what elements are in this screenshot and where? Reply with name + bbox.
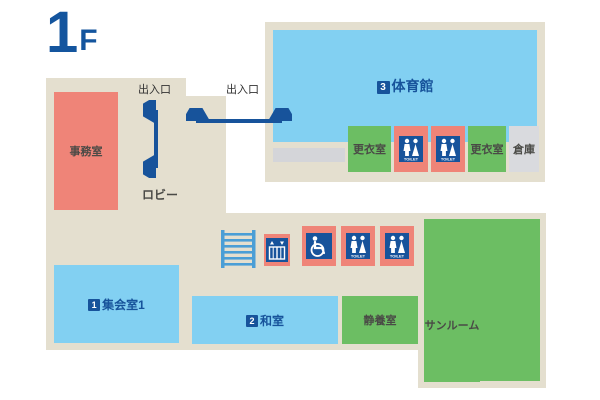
stairs-icon[interactable] — [219, 230, 259, 268]
svg-text:TOILET: TOILET — [390, 254, 405, 259]
room-changing-room-2[interactable]: 更衣室 — [468, 126, 506, 172]
entrance-label-1: 出入口 — [138, 84, 171, 96]
floor-suffix: F — [79, 24, 97, 57]
room-label-changing-room-1: 更衣室 — [353, 144, 386, 156]
toilet-tile-gym-2[interactable]: TOILET — [431, 126, 465, 172]
toilet-icon: TOILET — [385, 233, 409, 259]
svg-text:TOILET: TOILET — [441, 157, 456, 162]
room-label-storage: 倉庫 — [513, 144, 535, 156]
toilet-tile-gym-1[interactable]: TOILET — [394, 126, 428, 172]
room-name: 和室 — [259, 313, 284, 328]
wheelchair-accessible-icon — [306, 233, 332, 259]
room-label-sun-room: サンルーム — [424, 320, 480, 332]
gym-stage-band — [273, 148, 345, 162]
room-green-hall-extension[interactable] — [486, 219, 540, 381]
room-number-badge: 1 — [88, 298, 101, 311]
accessible-tile[interactable] — [302, 226, 336, 266]
svg-text:TOILET: TOILET — [351, 254, 366, 259]
room-office[interactable]: 事務室 — [54, 92, 118, 210]
toilet-icon: TOILET — [346, 233, 370, 259]
floor-number: 1 — [46, 0, 78, 65]
room-storage[interactable]: 倉庫 — [509, 126, 539, 172]
elevator-icon — [266, 238, 288, 262]
page-title: 1F — [46, 4, 98, 62]
elevator-tile[interactable] — [264, 234, 290, 266]
corridor-label-lobby: ロビー — [142, 188, 179, 202]
entrance-label-2: 出入口 — [226, 84, 259, 96]
room-rest-room[interactable]: 静養室 — [342, 296, 418, 344]
room-name: 体育館 — [391, 78, 434, 94]
room-sun-room[interactable]: サンルーム — [424, 296, 480, 382]
entrance-arrow-vertical — [143, 100, 158, 178]
toilet-tile-2[interactable]: TOILET — [380, 226, 414, 266]
room-number-badge: 3 — [376, 81, 390, 94]
room-label-changing-room-2: 更衣室 — [470, 144, 504, 156]
toilet-tile-1[interactable]: TOILET — [341, 226, 375, 266]
room-label-rest-room: 静養室 — [363, 315, 397, 327]
svg-text:TOILET: TOILET — [404, 157, 419, 162]
room-label-office: 事務室 — [69, 146, 103, 158]
toilet-icon: TOILET — [436, 136, 460, 162]
entrance-arrow-horizontal — [186, 108, 292, 123]
room-number-badge: 2 — [245, 314, 258, 327]
room-changing-room-1[interactable]: 更衣室 — [348, 126, 391, 172]
toilet-icon: TOILET — [399, 136, 423, 162]
room-name: 集会室1 — [102, 297, 145, 312]
